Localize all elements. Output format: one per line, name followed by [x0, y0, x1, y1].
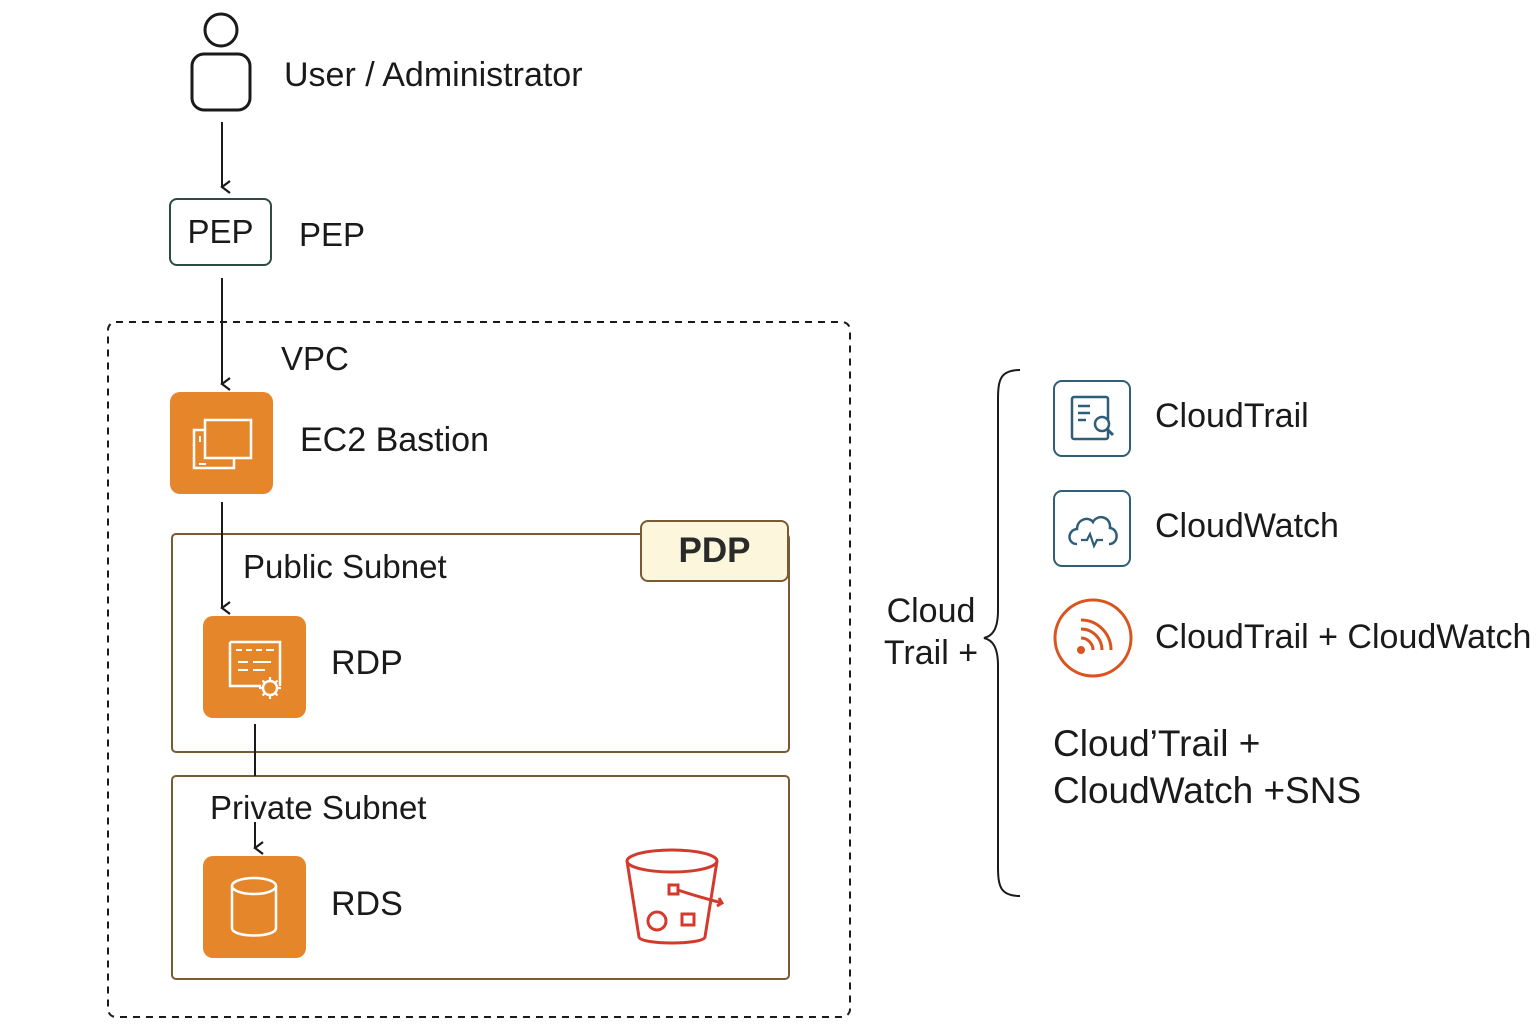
private-subnet-label: Private Subnet	[210, 789, 427, 826]
brace-label: Cloud Trail +	[876, 590, 986, 674]
ec2-label: EC2 Bastion	[300, 421, 489, 459]
database-icon	[230, 876, 278, 937]
cloudwatch-icon	[1068, 515, 1118, 549]
pdp-label: PDP	[678, 531, 751, 570]
rdp-label: RDP	[331, 644, 403, 682]
vpc-label: VPC	[281, 340, 349, 377]
signal-tile[interactable]	[1053, 598, 1133, 678]
pep-side-label: PEP	[299, 216, 366, 253]
brace-label-line1: Cloud	[886, 592, 976, 630]
pdp-badge[interactable]: PDP	[640, 520, 789, 582]
cloudtrail-tile[interactable]	[1053, 380, 1131, 457]
cloudtrail-label: CloudTrail	[1155, 397, 1309, 435]
s3-bucket-icon[interactable]	[622, 845, 726, 949]
cloudwatch-tile[interactable]	[1053, 490, 1131, 567]
rdp-tile[interactable]	[203, 616, 306, 718]
public-subnet-container	[171, 533, 790, 753]
rdp-server-icon	[228, 640, 282, 699]
brace-label-line2: Trail +	[883, 634, 979, 672]
pep-box-label: PEP	[187, 213, 254, 250]
ec2-bastion-tile[interactable]	[170, 392, 273, 494]
curly-brace	[983, 369, 1021, 897]
rds-tile[interactable]	[203, 856, 306, 958]
private-subnet-container	[171, 775, 790, 980]
cloudwatch-label: CloudWatch	[1155, 507, 1339, 545]
combined-label-line1: Cloud’Trail +	[1053, 723, 1261, 764]
cloudtrail-cloudwatch-label: CloudTrail + CloudWatch	[1155, 618, 1532, 656]
combined-label: Cloud’Trail + CloudWatch +SNS	[1053, 720, 1361, 814]
user-icon	[188, 12, 256, 114]
cloudtrail-icon	[1070, 395, 1115, 441]
combined-label-line2: CloudWatch +SNS	[1053, 770, 1362, 811]
rds-label: RDS	[331, 885, 403, 923]
user-label: User / Administrator	[284, 56, 583, 94]
pep-box[interactable]: PEP	[169, 198, 272, 266]
public-subnet-label: Public Subnet	[243, 548, 447, 585]
signal-icon	[1053, 598, 1133, 678]
ec2-instances-icon	[192, 418, 253, 470]
